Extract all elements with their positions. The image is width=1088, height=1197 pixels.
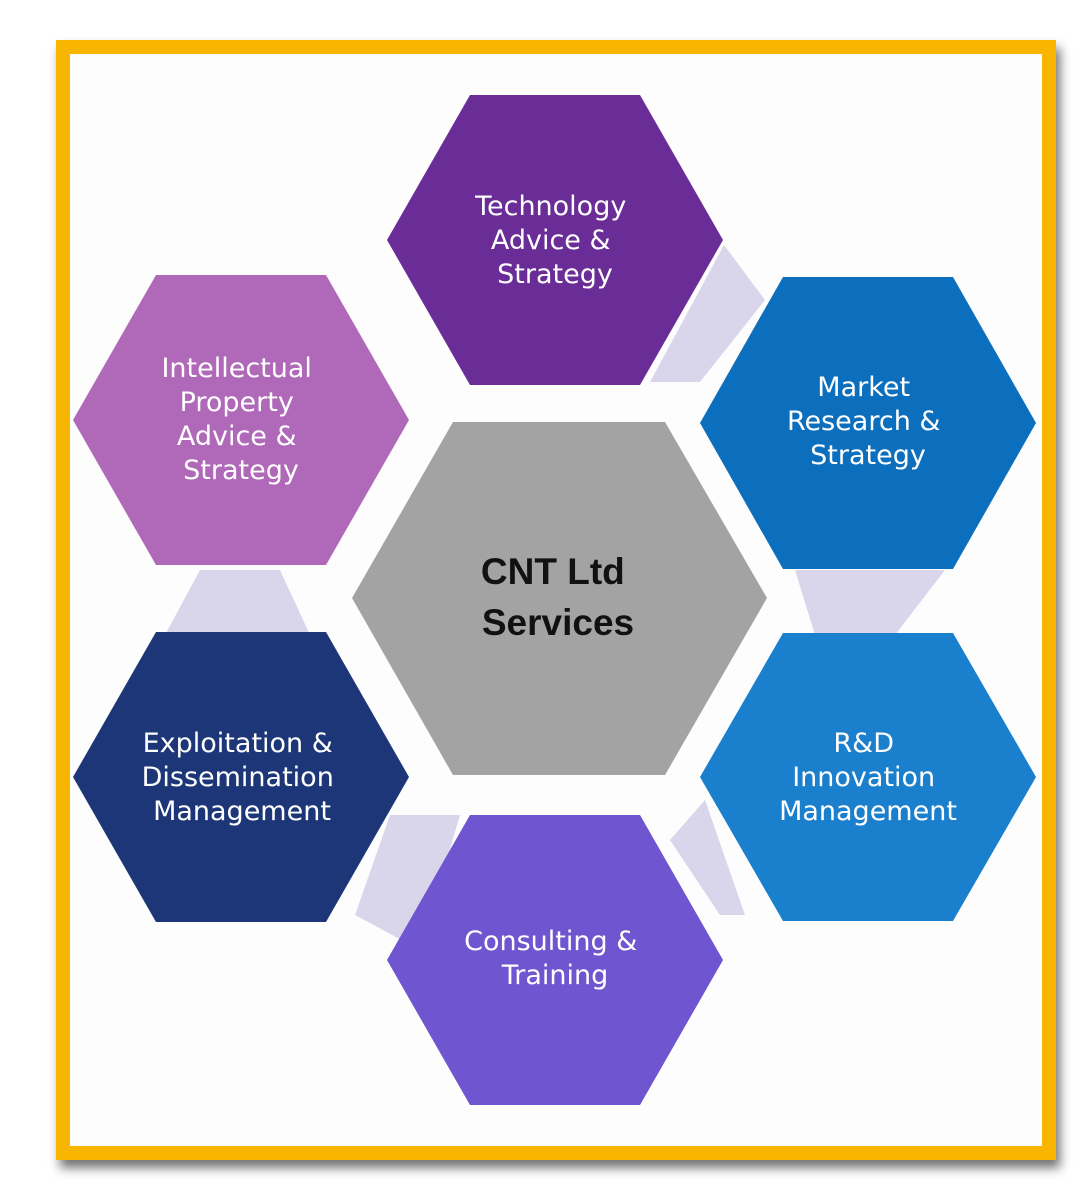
hexagon-ip: Intellectual Property Advice & Strategy xyxy=(73,275,409,565)
hexagon-technology: Technology Advice & Strategy xyxy=(387,95,723,385)
hexagon-exploitation: Exploitation & Dissemination Management xyxy=(73,632,409,922)
hexagon-technology-label: Technology Advice & Strategy xyxy=(474,191,635,290)
hexagon-market: Market Research & Strategy xyxy=(700,277,1036,569)
hexagon-center: CNT Ltd Services xyxy=(352,422,767,775)
hexagon-rnd: R&D Innovation Management xyxy=(700,633,1036,921)
connector-exploitation-ip xyxy=(165,570,310,635)
hexagon-market-label: Market Research & Strategy xyxy=(787,372,949,471)
center-title: CNT Ltd Services xyxy=(481,551,635,643)
connector-rnd-consulting xyxy=(670,800,745,915)
hexagon-consulting-label: Consulting & Training xyxy=(464,926,646,991)
connector-bands xyxy=(165,245,945,950)
connector-technology-market xyxy=(650,245,765,382)
connector-market-rnd xyxy=(795,570,945,635)
connector-consulting-exploitation xyxy=(355,815,460,950)
hexagon-ip-label: Intellectual Property Advice & Strategy xyxy=(161,353,320,486)
hexagon-consulting: Consulting & Training xyxy=(387,815,723,1105)
hexagon-rnd-label: R&D Innovation Management xyxy=(779,728,957,827)
hexagon-exploitation-label: Exploitation & Dissemination Management xyxy=(142,728,343,827)
